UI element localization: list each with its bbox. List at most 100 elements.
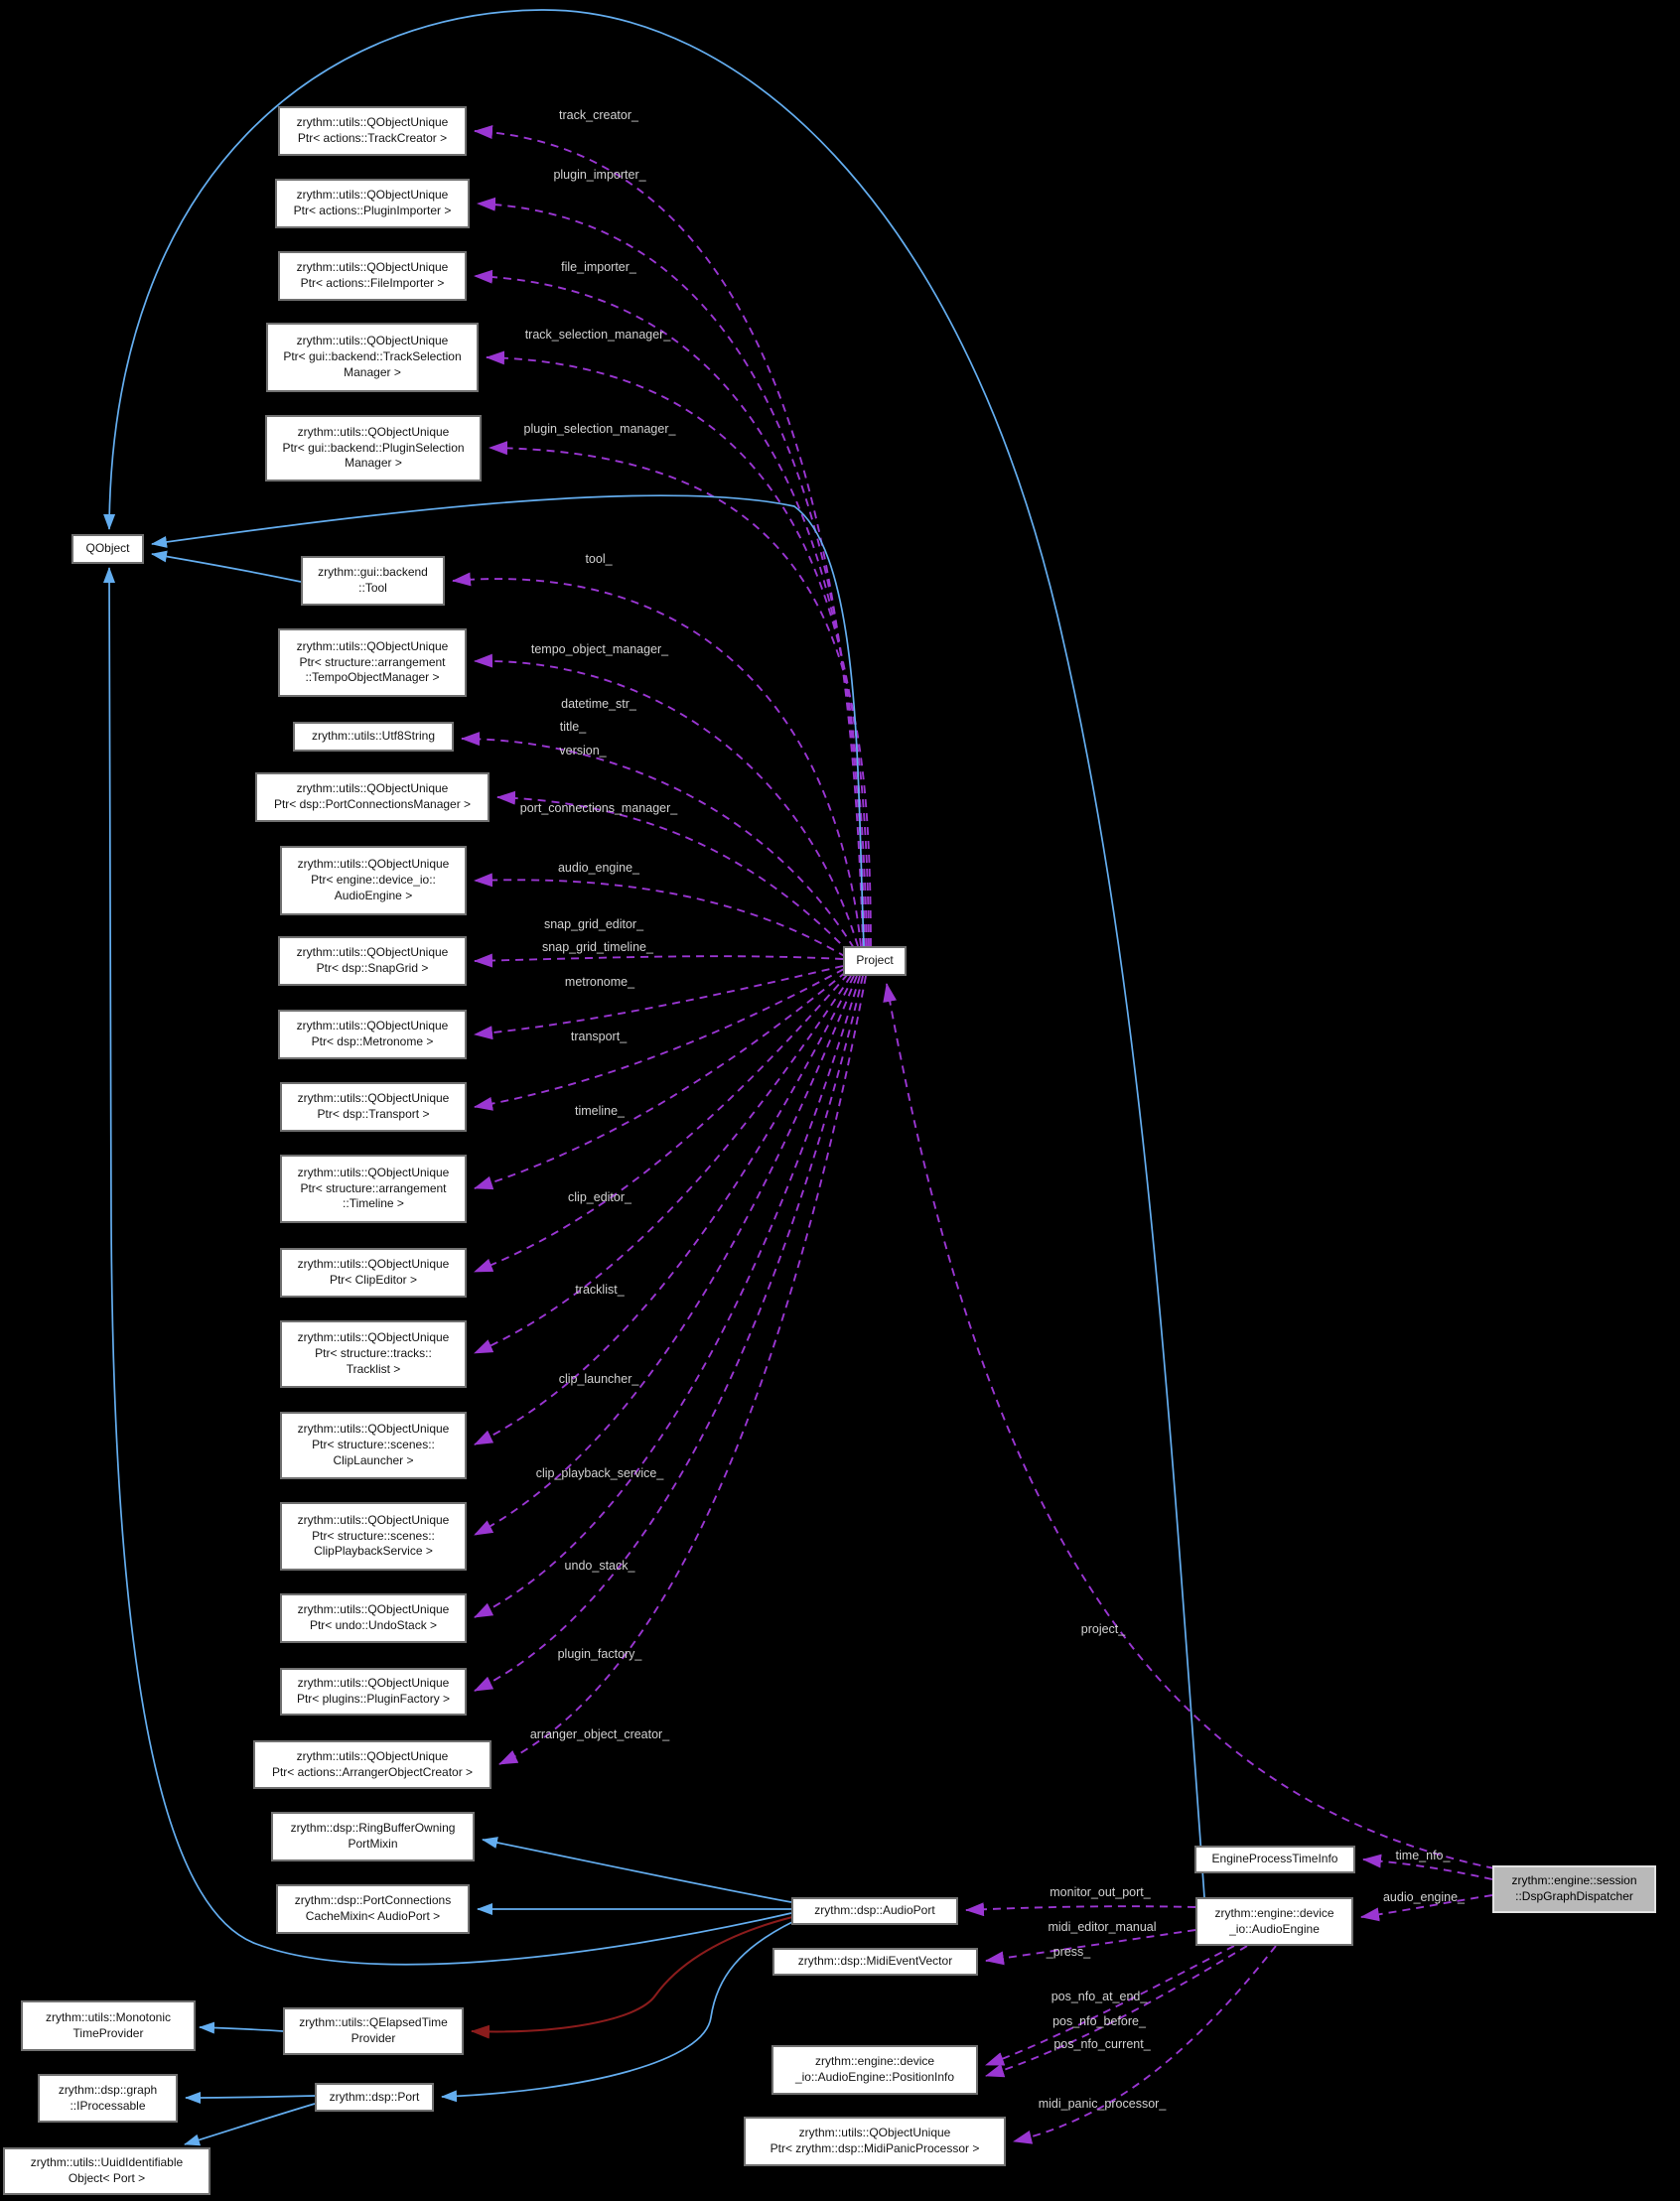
node-label-line: CacheMixin< AudioPort > (305, 1909, 441, 1923)
edge-project-to-clip-playback-service (474, 975, 858, 1536)
edge-tool-to-qobject (151, 550, 302, 583)
node-label-line: zrythm::utils::QObjectUnique (296, 781, 449, 796)
edge-label-project-to-tracklist: tracklist_ (575, 1283, 625, 1297)
node-label-line: zrythm::engine::device (814, 2054, 935, 2069)
edge-audio-engine-to-midi-panic-processor (1013, 1945, 1277, 2144)
node-label-line: Ptr< structure::scenes:: (312, 1528, 435, 1543)
node-label-line: _io::AudioEngine::PositionInfo (794, 2070, 955, 2084)
node-label-line: Ptr< ClipEditor > (329, 1273, 418, 1287)
edge-label-audio-engine-to-position-info-b: pos_nfo_current_ (1053, 2037, 1151, 2051)
node-position-info[interactable]: zrythm::engine::device_io::AudioEngine::… (771, 2045, 978, 2095)
edge-label-project-to-track-creator: track_creator_ (559, 108, 638, 122)
node-label-line: Ptr< structure::arrangement (299, 654, 446, 669)
edge-label-audio-engine-to-position-info-a: pos_nfo_before_ (1052, 2014, 1146, 2028)
node-label-line: zrythm::utils::QObjectUnique (297, 1165, 450, 1179)
edge-label-project-to-audio-engine-ptr: audio_engine_ (557, 861, 640, 875)
node-label-line: zrythm::dsp::MidiEventVector (797, 1954, 953, 1969)
node-engine-process-time-info[interactable]: EngineProcessTimeInfo (1194, 1846, 1355, 1873)
node-audio-port[interactable]: zrythm::dsp::AudioPort (791, 1897, 958, 1925)
edge-label-project-to-utf8string: datetime_str_ (561, 697, 636, 711)
node-label-line: Ptr< dsp::Metronome > (311, 1034, 434, 1048)
node-label-line: zrythm::utils::QObjectUnique (296, 1019, 449, 1033)
edge-project-to-plugin-importer (477, 197, 866, 947)
node-label-line: PortMixin (348, 1837, 398, 1851)
node-label-line: zrythm::utils::QObjectUnique (297, 857, 450, 872)
node-port[interactable]: zrythm::dsp::Port (315, 2083, 434, 2112)
edge-label-project-to-file-importer: file_importer_ (561, 260, 636, 274)
node-label-line: zrythm::gui::backend (318, 565, 428, 580)
node-tool[interactable]: zrythm::gui::backend::Tool (301, 556, 445, 606)
node-label-line: zrythm::utils::QObjectUnique (297, 424, 450, 439)
node-label-line: zrythm::utils::QObjectUnique (297, 1330, 450, 1345)
node-label-line: Provider (350, 2031, 396, 2045)
node-audio-engine[interactable]: zrythm::engine::device_io::AudioEngine (1195, 1897, 1353, 1946)
node-label-line: zrythm::dsp::RingBufferOwning (290, 1821, 456, 1836)
node-label-line: ::TempoObjectManager > (305, 670, 440, 685)
edge-project-to-track-creator (474, 125, 864, 947)
node-label-line: zrythm::utils::QObjectUnique (798, 2126, 951, 2140)
node-utf8string[interactable]: zrythm::utils::Utf8String (293, 722, 454, 752)
node-label-line: zrythm::dsp::graph (58, 2082, 158, 2097)
edge-label-project-to-track-selection-manager: track_selection_manager_ (524, 328, 671, 342)
node-label-line: ::Timeline > (343, 1196, 404, 1211)
node-label-line: zrythm::utils::QObjectUnique (296, 260, 449, 275)
node-label-line: Tracklist > (346, 1361, 401, 1376)
edge-label-project-to-metronome: metronome_ (564, 975, 635, 989)
edge-project-to-port-connections-manager (496, 790, 851, 954)
edge-label-project-to-snap-grid: snap_grid_editor_ (543, 917, 644, 931)
node-label-line: zrythm::utils::QObjectUnique (297, 1676, 450, 1691)
edge-label-project-to-tempo-object-manager: tempo_object_manager_ (530, 642, 669, 656)
edge-qelapsed-to-monotonic (199, 2021, 284, 2034)
edge-label-project-to-transport: transport_ (570, 1030, 628, 1043)
node-label-line: zrythm::engine::device (1214, 1905, 1334, 1920)
node-label-line: zrythm::utils::QObjectUnique (297, 1091, 450, 1106)
node-project[interactable]: Project (843, 946, 907, 976)
node-label-line: Manager > (344, 364, 401, 379)
node-label-line: Ptr< gui::backend::TrackSelection (283, 349, 462, 364)
node-label-line: Ptr< structure::arrangement (300, 1180, 447, 1195)
node-qobject[interactable]: QObject (71, 534, 144, 564)
edge-label-project-to-plugin-selection-manager: plugin_selection_manager_ (523, 422, 676, 436)
edge-label-project-to-clip-playback-service: clip_playback_service_ (535, 1466, 664, 1480)
node-midi-event-vector[interactable]: zrythm::dsp::MidiEventVector (772, 1948, 978, 1976)
edge-label-audio-engine-to-audio-port: monitor_out_port_ (1050, 1885, 1151, 1899)
edge-label-audio-engine-to-midi-panic-processor: midi_panic_processor_ (1038, 2097, 1167, 2111)
edge-project-to-tracklist (474, 975, 852, 1354)
node-iprocessable[interactable]: zrythm::dsp::graph::IProcessable (38, 2074, 178, 2123)
edge-label-dispatcher-to-time-info: time_nfo_ (1395, 1849, 1451, 1862)
edge-audio-port-to-port (441, 1920, 795, 2103)
node-label-line: Ptr< plugins::PluginFactory > (296, 1692, 451, 1706)
node-label-line: AudioEngine > (334, 888, 413, 902)
node-label-line: Ptr< structure::tracks:: (315, 1346, 432, 1361)
edge-project-to-timeline (474, 971, 847, 1190)
edge-label-audio-engine-to-position-info-a: pos_nfo_at_end_ (1050, 1990, 1148, 2003)
edge-label-audio-engine-to-midi-event-vector: midi_editor_manual (1048, 1920, 1157, 1934)
node-label-line: zrythm::utils::QObjectUnique (297, 1602, 450, 1617)
